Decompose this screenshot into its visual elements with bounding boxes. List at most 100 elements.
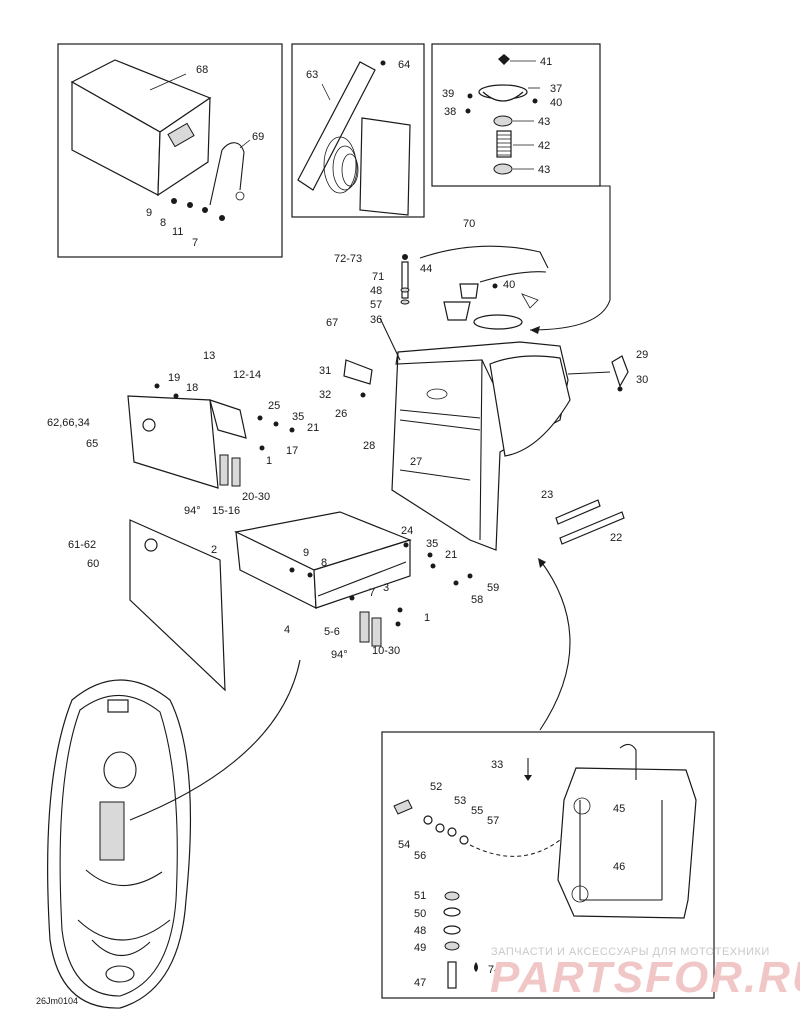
callout-30: 30 <box>636 374 648 386</box>
bolt-7 <box>219 215 225 221</box>
seal-43-top <box>493 115 513 127</box>
angle-label-tray: 94° <box>331 649 348 661</box>
side-panel-60 <box>129 519 226 692</box>
door-panel <box>297 61 376 191</box>
callout-9-b: 9 <box>303 547 309 559</box>
latch-29 <box>611 355 629 388</box>
inset-storage-box <box>57 43 283 258</box>
bolt-47 <box>447 961 457 989</box>
callout-19: 19 <box>168 372 180 384</box>
cover-ring <box>473 314 523 330</box>
angle-label-door: 94° <box>184 505 201 517</box>
callout-11: 11 <box>172 226 183 238</box>
rail-23 <box>555 499 601 525</box>
callout-35-b: 35 <box>426 538 438 550</box>
leader-cap-to-console <box>529 185 611 331</box>
callout-1: 1 <box>266 455 272 467</box>
callout-42: 42 <box>538 140 550 152</box>
callout-8-b: 8 <box>321 557 327 569</box>
hinge-5-6 <box>359 611 370 643</box>
callout-33: 33 <box>491 759 503 771</box>
callout-35: 35 <box>292 411 304 423</box>
door-65 <box>127 383 295 489</box>
callout-50: 50 <box>414 908 426 920</box>
washer-8 <box>187 202 193 208</box>
callout-17: 17 <box>286 445 298 457</box>
bolt-52 <box>393 799 413 815</box>
callout-29: 29 <box>636 349 648 361</box>
callout-37: 37 <box>550 83 562 95</box>
watermark-tagline: ЗАПЧАСТИ И АКСЕССУАРЫ ДЛЯ МОТОТЕХНИКИ <box>491 946 770 958</box>
panel-60 <box>129 519 226 692</box>
callout-36: 36 <box>370 314 382 326</box>
callout-7: 7 <box>192 237 198 249</box>
filler-neck <box>443 301 471 321</box>
hinge-10-30 <box>371 617 382 647</box>
rail-22 <box>559 511 625 545</box>
callout-59: 59 <box>487 582 499 594</box>
console-assembly <box>343 245 629 551</box>
callout-43-top: 43 <box>538 116 550 128</box>
frame-12-14 <box>209 399 247 439</box>
callout-45: 45 <box>613 803 625 815</box>
callout-23: 23 <box>541 489 553 501</box>
rails <box>555 499 625 545</box>
callout-63: 63 <box>306 69 318 81</box>
callout-24: 24 <box>401 525 413 537</box>
plate-31 <box>343 359 373 385</box>
callout-32: 32 <box>319 389 331 401</box>
callout-38: 38 <box>444 106 456 118</box>
lock-61-62 <box>144 538 158 552</box>
callout-18: 18 <box>186 382 198 394</box>
hinge-20-30 <box>219 454 229 486</box>
callout-61-62: 61-62 <box>68 539 96 551</box>
cap-41 <box>498 54 510 65</box>
callout-7-b: 7 <box>369 587 375 599</box>
screw-9 <box>171 198 177 204</box>
callout-65: 65 <box>86 438 98 450</box>
callout-13: 13 <box>203 350 215 362</box>
callout-44: 44 <box>420 263 432 275</box>
callout-52: 52 <box>430 781 442 793</box>
inset-seat-frame <box>381 731 715 999</box>
spring-42 <box>496 130 512 158</box>
callout-56: 56 <box>414 850 426 862</box>
watermark-brand: PARTSFOR.RU <box>490 953 800 1002</box>
callout-3: 3 <box>383 582 389 594</box>
callout-48: 48 <box>370 285 382 297</box>
callout-1-b: 1 <box>424 612 430 624</box>
callout-2: 2 <box>211 544 217 556</box>
callout-27: 27 <box>410 456 422 468</box>
callout-40: 40 <box>550 97 562 109</box>
callout-46: 46 <box>613 861 625 873</box>
console-wall <box>359 117 411 216</box>
callout-12-14: 12-14 <box>233 369 261 381</box>
callout-15-16: 15-16 <box>212 505 240 517</box>
screw-64 <box>380 60 386 66</box>
callout-60: 60 <box>87 558 99 570</box>
seat-frame-body <box>557 767 697 919</box>
inset-door-holder <box>291 43 425 218</box>
callout-57: 57 <box>370 299 382 311</box>
lock-62-66-34 <box>142 418 156 432</box>
callout-28: 28 <box>363 440 375 452</box>
callout-72-73: 72-73 <box>334 253 362 265</box>
callout-26: 26 <box>335 408 347 420</box>
callout-71: 71 <box>372 271 384 283</box>
callout-51: 51 <box>414 890 426 902</box>
watermark: ЗАПЧАСТИ И АКСЕССУАРЫ ДЛЯ МОТОТЕХНИКИ PA… <box>490 946 800 1002</box>
callout-5-6: 5-6 <box>324 626 340 638</box>
callout-20-30: 20-30 <box>242 491 270 503</box>
inset-cap-assembly <box>431 43 601 187</box>
hull-console-recess <box>99 801 125 861</box>
callout-4: 4 <box>284 624 290 636</box>
callout-62-66-34: 62,66,34 <box>47 417 90 429</box>
diagram-code: 26Jm0104 <box>36 996 78 1006</box>
seal-43-bottom <box>493 163 513 175</box>
callout-21-b: 21 <box>445 549 457 561</box>
bolt-71 <box>401 261 409 299</box>
callout-31: 31 <box>319 365 331 377</box>
callout-8: 8 <box>160 217 166 229</box>
callout-68: 68 <box>196 64 208 76</box>
